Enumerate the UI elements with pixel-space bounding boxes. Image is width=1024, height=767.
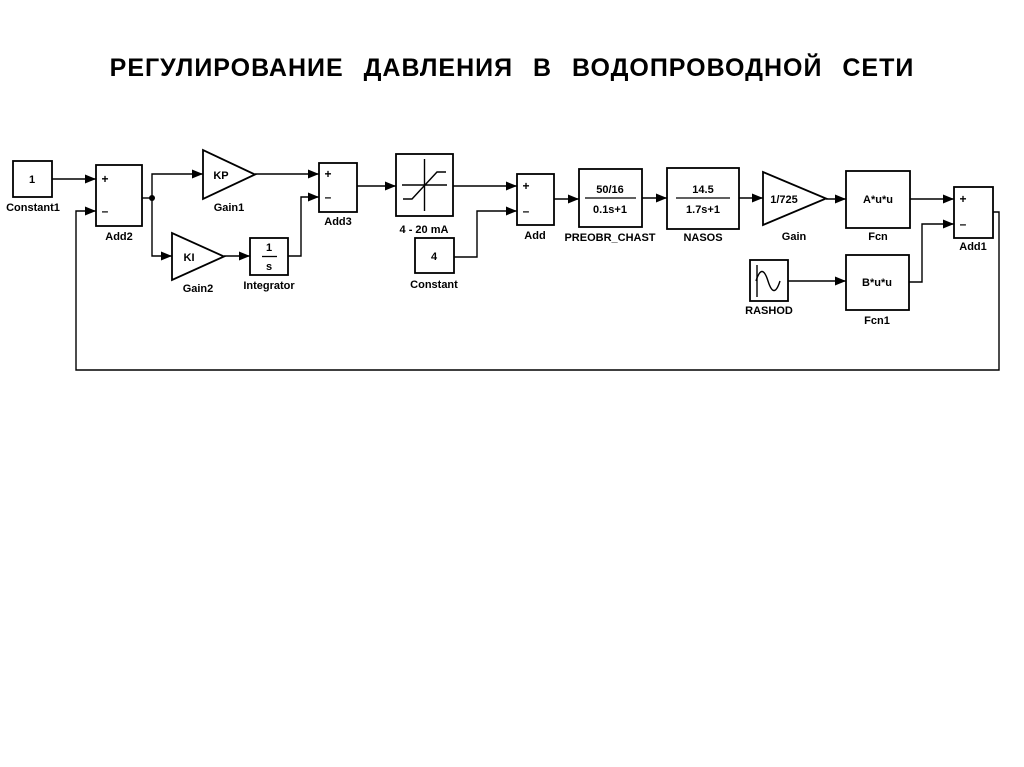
add2-minus-sign: –: [102, 204, 109, 218]
gain2-label: Gain2: [183, 283, 214, 295]
add2-label: Add2: [105, 231, 133, 243]
block-integrator[interactable]: 1 s: [249, 237, 289, 276]
block-rashod[interactable]: [749, 259, 789, 302]
gain1-triangle[interactable]: [202, 148, 258, 201]
saturation-icon: [402, 159, 447, 211]
block-add[interactable]: + –: [516, 173, 555, 226]
wire-feedback-add1-to-add2[interactable]: [75, 206, 1000, 371]
gain-triangle[interactable]: [762, 170, 829, 227]
preobr-chast-denominator: 0.1s+1: [593, 204, 627, 216]
add1-box[interactable]: [953, 186, 994, 239]
fcn-box[interactable]: [845, 170, 911, 229]
wires: [52, 169, 1000, 371]
fcn1-value: B*u*u: [862, 277, 892, 289]
block-gain1[interactable]: KP: [202, 148, 258, 201]
add-label: Add: [524, 230, 545, 242]
gain-value: 1/725: [770, 194, 798, 206]
block-saturation[interactable]: [395, 153, 454, 217]
block-nasos[interactable]: 14.5 1.7s+1: [666, 167, 740, 230]
add2-box[interactable]: [95, 164, 143, 227]
wire-constant-to-add[interactable]: [454, 206, 517, 258]
add1-plus-sign: +: [959, 192, 966, 206]
constant-value: 4: [431, 251, 438, 263]
nasos-denominator: 1.7s+1: [686, 204, 720, 216]
add3-box[interactable]: [318, 162, 358, 213]
gain-label: Gain: [782, 231, 807, 243]
wire-fcn1-to-add1[interactable]: [909, 219, 954, 283]
rashod-label: RASHOD: [745, 305, 793, 317]
constant1-value: 1: [29, 174, 35, 186]
gain2-value: KI: [184, 252, 195, 264]
block-gain[interactable]: 1/725: [762, 170, 829, 227]
integrator-denominator: s: [266, 261, 272, 273]
block-add1[interactable]: + –: [953, 186, 994, 239]
wire-branch-to-gain2[interactable]: [151, 198, 172, 261]
block-add3[interactable]: + –: [318, 162, 358, 213]
gain1-value: KP: [213, 170, 228, 182]
nasos-label: NASOS: [683, 232, 722, 244]
wire-integrator-to-add3[interactable]: [288, 192, 319, 257]
add3-minus-sign: –: [325, 190, 332, 204]
fcn-value: A*u*u: [863, 194, 893, 206]
page-title: РЕГУЛИРОВАНИЕ ДАВЛЕНИЯ В ВОДОПРОВОДНОЙ С…: [109, 54, 915, 82]
nasos-numerator: 14.5: [692, 184, 713, 196]
gain1-label: Gain1: [214, 202, 245, 214]
preobr-chast-numerator: 50/16: [596, 184, 624, 196]
constant1-label: Constant1: [6, 202, 60, 214]
add-plus-sign: +: [522, 179, 529, 193]
constant-label: Constant: [410, 279, 458, 291]
constant-box[interactable]: [414, 237, 455, 274]
block-constant[interactable]: 4: [414, 237, 455, 274]
block-constant1[interactable]: 1: [12, 160, 53, 198]
integrator-label: Integrator: [243, 280, 295, 292]
constant1-box[interactable]: [12, 160, 53, 198]
block-fcn1[interactable]: B*u*u: [845, 254, 910, 311]
add-box[interactable]: [516, 173, 555, 226]
add1-minus-sign: –: [960, 217, 967, 231]
add-minus-sign: –: [523, 204, 530, 218]
block-gain2[interactable]: KI: [171, 231, 227, 282]
block-fcn[interactable]: A*u*u: [845, 170, 911, 229]
wire-junction-dot: [149, 195, 155, 201]
sine-wave-icon: [755, 265, 781, 297]
gain2-triangle[interactable]: [171, 231, 227, 282]
integrator-numerator: 1: [266, 242, 272, 254]
add2-plus-sign: +: [101, 172, 108, 186]
block-preobr-chast[interactable]: 50/16 0.1s+1: [578, 168, 643, 228]
fcn-label: Fcn: [868, 231, 888, 243]
add3-label: Add3: [324, 216, 352, 228]
preobr-chast-label: PREOBR_CHAST: [564, 232, 655, 244]
add1-label: Add1: [959, 241, 987, 253]
add3-plus-sign: +: [324, 167, 331, 181]
fcn1-label: Fcn1: [864, 315, 890, 327]
fcn1-box[interactable]: [845, 254, 910, 311]
block-add2[interactable]: + –: [95, 164, 143, 227]
saturation-label: 4 - 20 mA: [400, 224, 449, 236]
wire-branch-to-gain1[interactable]: [151, 169, 203, 198]
